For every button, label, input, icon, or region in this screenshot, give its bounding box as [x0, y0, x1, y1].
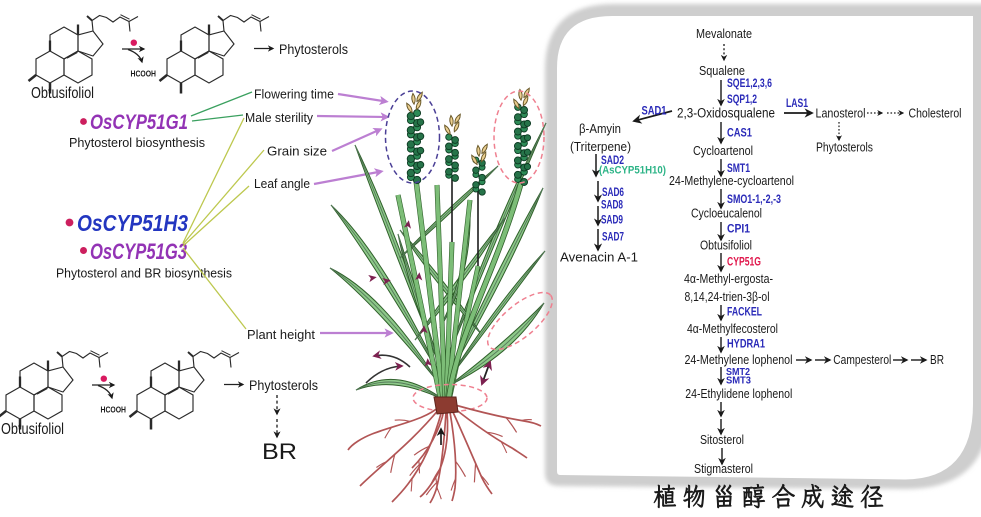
- svg-text:SAD2: SAD2: [601, 155, 624, 167]
- svg-text:Male sterility: Male sterility: [245, 110, 313, 125]
- svg-text:Mevalonate: Mevalonate: [696, 26, 752, 41]
- svg-text:Phytosterol and BR biosynthesi: Phytosterol and BR biosynthesis: [56, 266, 232, 281]
- svg-text:Obtusifoliol: Obtusifoliol: [700, 238, 752, 253]
- svg-text:SQE1,2,3,6: SQE1,2,3,6: [727, 78, 772, 90]
- svg-text:FACKEL: FACKEL: [727, 307, 762, 319]
- svg-text:SMT3: SMT3: [726, 375, 751, 387]
- svg-text:OsCYP51H3: OsCYP51H3: [77, 210, 188, 236]
- svg-text:Phytosterols: Phytosterols: [816, 140, 873, 155]
- svg-text:Phytosterol biosynthesis: Phytosterol biosynthesis: [69, 135, 205, 150]
- svg-text:β-Amyin: β-Amyin: [579, 121, 621, 136]
- svg-text:LAS1: LAS1: [786, 98, 808, 110]
- svg-text:CPI1: CPI1: [727, 224, 751, 236]
- svg-text:SAD6: SAD6: [602, 187, 624, 199]
- svg-text:Campesterol: Campesterol: [833, 352, 891, 367]
- svg-text:Stigmasterol: Stigmasterol: [694, 461, 753, 476]
- svg-text:Sitosterol: Sitosterol: [700, 432, 744, 447]
- svg-text:SAD1: SAD1: [642, 106, 667, 118]
- svg-text:HYDRA1: HYDRA1: [727, 339, 765, 351]
- svg-text:2,3-Oxidosqualene: 2,3-Oxidosqualene: [677, 106, 775, 121]
- svg-text:Cycloeucalenol: Cycloeucalenol: [691, 206, 762, 221]
- svg-text:Squalene: Squalene: [699, 63, 745, 78]
- svg-text:SAD9: SAD9: [601, 215, 623, 227]
- svg-text:SMO1-1,-2,-3: SMO1-1,-2,-3: [727, 194, 781, 206]
- svg-text:24-Methylene-cycloartenol: 24-Methylene-cycloartenol: [669, 173, 794, 188]
- svg-text:CYP51G: CYP51G: [727, 257, 761, 269]
- svg-text:Flowering time: Flowering time: [254, 87, 334, 102]
- svg-text:OsCYP51G1: OsCYP51G1: [90, 111, 188, 134]
- svg-text:24-Methylene lophenol: 24-Methylene lophenol: [685, 352, 793, 367]
- svg-text:BR: BR: [262, 439, 297, 464]
- svg-text:CAS1: CAS1: [727, 128, 752, 140]
- svg-text:Lanosterol: Lanosterol: [816, 106, 866, 121]
- svg-text:OsCYP51G3: OsCYP51G3: [90, 239, 187, 264]
- svg-text:Leaf angle: Leaf angle: [254, 176, 310, 191]
- svg-text:8,14,24-trien-3β-ol: 8,14,24-trien-3β-ol: [685, 289, 770, 304]
- svg-text:SMT2: SMT2: [726, 366, 750, 378]
- svg-text:Cholesterol: Cholesterol: [909, 106, 962, 121]
- svg-text:(AsCYP51H10): (AsCYP51H10): [599, 165, 666, 177]
- svg-text:24-Ethylidene lophenol: 24-Ethylidene lophenol: [685, 386, 792, 401]
- svg-text:SMT1: SMT1: [727, 163, 750, 175]
- svg-text:Avenacin A-1: Avenacin A-1: [560, 250, 638, 265]
- svg-text:Grain size: Grain size: [267, 144, 327, 159]
- svg-text:HCOOH: HCOOH: [131, 69, 157, 79]
- svg-text:4α-Methyl-ergosta-: 4α-Methyl-ergosta-: [684, 271, 773, 286]
- svg-text:SAD8: SAD8: [601, 200, 623, 212]
- svg-text:BR: BR: [930, 352, 944, 367]
- svg-text:(Triterpene): (Triterpene): [570, 139, 631, 154]
- svg-text:SAD7: SAD7: [602, 232, 624, 244]
- svg-text:Phytosterols: Phytosterols: [279, 41, 348, 57]
- svg-text:Plant height: Plant height: [247, 327, 315, 342]
- svg-text:4α-Methylfecosterol: 4α-Methylfecosterol: [687, 321, 778, 336]
- svg-text:SQP1,2: SQP1,2: [727, 94, 757, 106]
- svg-text:Cycloartenol: Cycloartenol: [693, 143, 753, 158]
- svg-text:Obtusifoliol: Obtusifoliol: [31, 85, 94, 102]
